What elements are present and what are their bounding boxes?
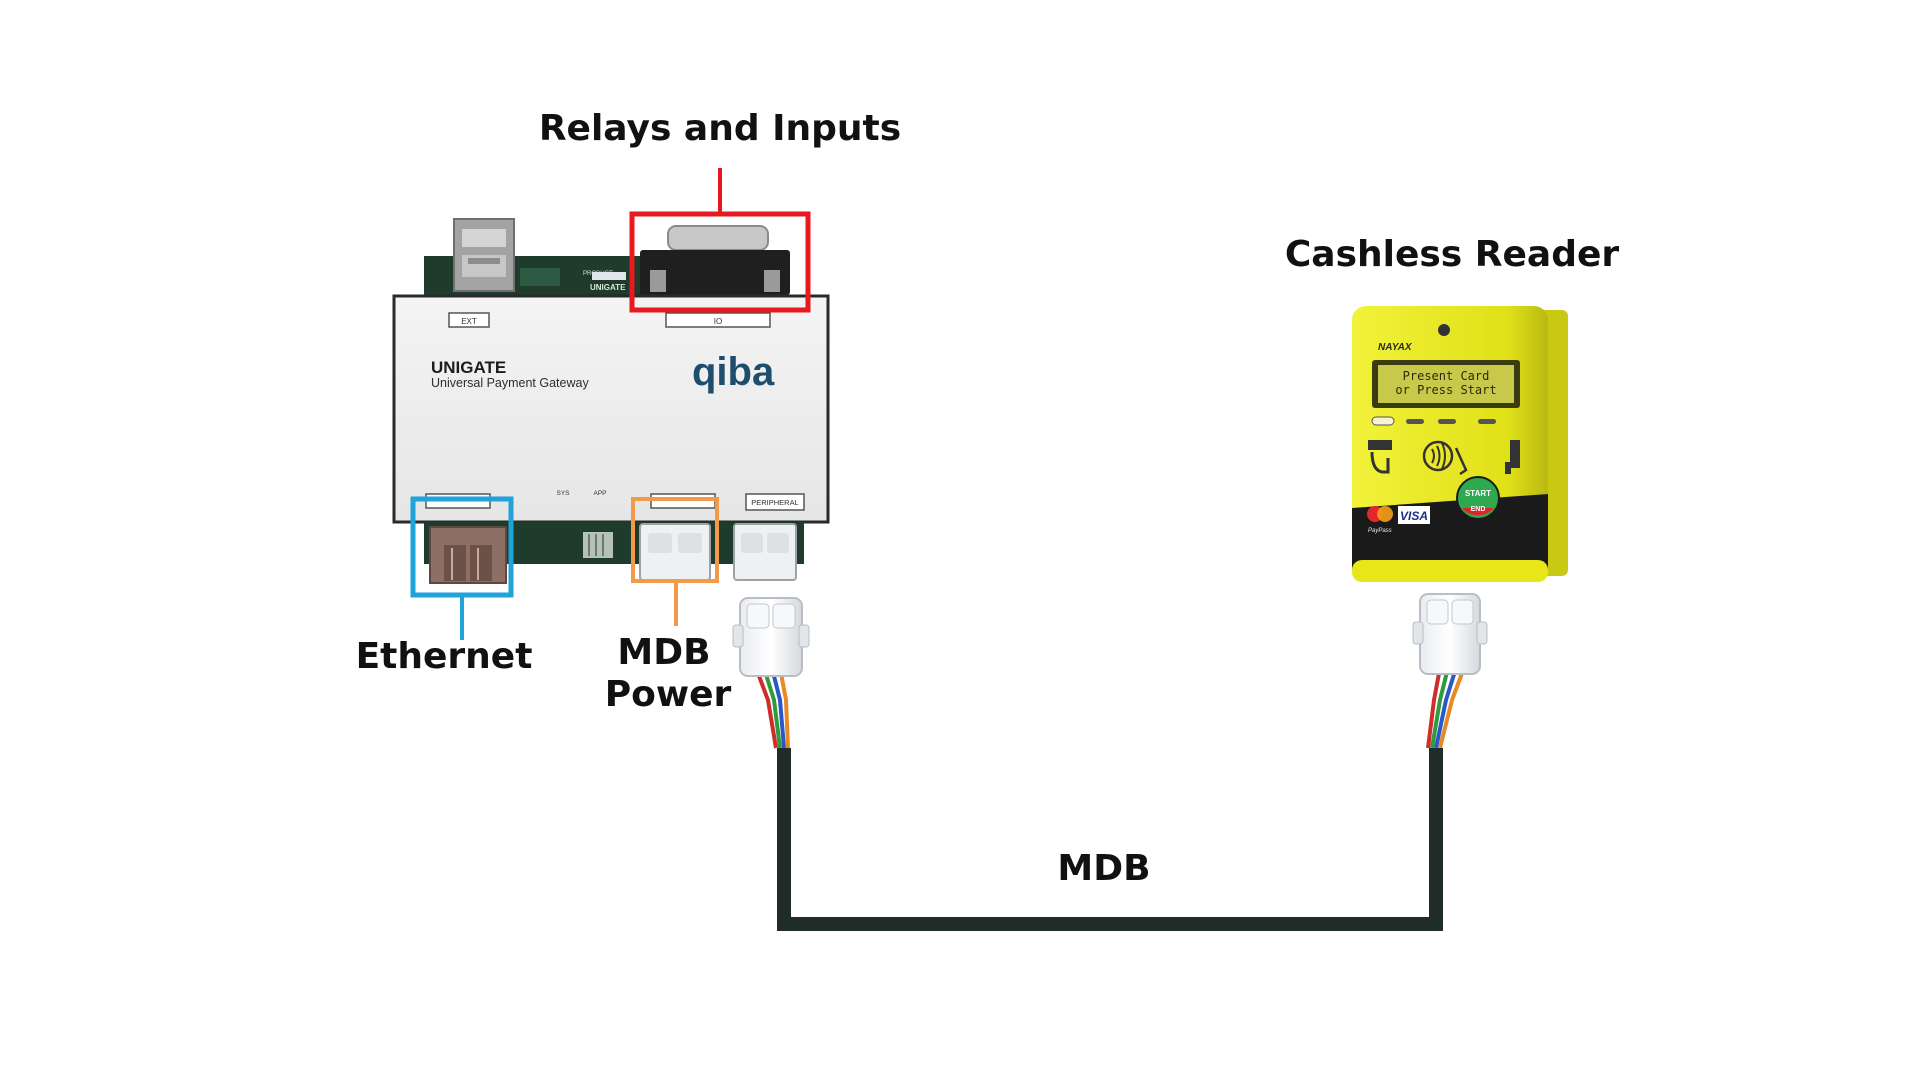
cashless-reader-label: Cashless Reader: [1284, 234, 1620, 275]
visa-label: VISA: [1400, 509, 1428, 523]
lcd-line-2: or Press Start: [1395, 383, 1496, 397]
mastercard-logo: PayPass: [1367, 506, 1393, 534]
peripheral-port: [733, 523, 797, 581]
qiba-logo: qiba: [692, 350, 775, 394]
port-ext-frame: [448, 312, 490, 328]
mdb-power-box: [631, 497, 719, 583]
port-peripheral-frame: [745, 493, 805, 511]
gateway-subtitle: Universal Payment Gateway: [431, 376, 589, 390]
port-io-label: IO: [714, 317, 722, 326]
reader-button-3[interactable]: [1438, 419, 1456, 424]
io-db-connector: [640, 225, 790, 295]
lcd-line-1: Present Card: [1403, 369, 1490, 383]
relays-inputs-label: Relays and Inputs: [538, 108, 902, 149]
usb-port: [453, 218, 515, 292]
start-label: START: [1465, 489, 1491, 498]
reader-button-1[interactable]: [1371, 416, 1395, 426]
unigate-gateway: PRODUCT: UNIGATE EXT IO UNIGATE Universa…: [392, 218, 830, 584]
ethernet-label: Ethernet: [355, 636, 533, 677]
relays-inputs-box: [629, 211, 811, 313]
mdb-plug-right: [1412, 593, 1488, 675]
reader-brand: NAYAX: [1378, 342, 1413, 353]
paypass-label: PayPass: [1368, 528, 1392, 534]
mdb-power-label-line1: MDB: [617, 632, 711, 673]
camera-icon: [1438, 324, 1450, 336]
cable-jacket: [777, 748, 1443, 931]
cashless-reader: NAYAX Present Card or Press Start: [1352, 306, 1568, 582]
start-end-button[interactable]: START END: [1456, 476, 1500, 520]
ethernet-jack: [429, 526, 507, 584]
swipe-card-icon: [1505, 440, 1520, 474]
gateway-model: UNIGATE: [431, 358, 506, 377]
pcb-product: UNIGATE: [590, 283, 626, 292]
gateway-case: [392, 294, 830, 524]
insert-card-icon: [1368, 440, 1392, 474]
end-label: END: [1471, 506, 1486, 513]
cable-wires-right: [1426, 667, 1466, 749]
lcd-screen: [1378, 365, 1514, 403]
reader-button-2[interactable]: [1406, 419, 1424, 424]
reader-button-4[interactable]: [1478, 419, 1496, 424]
mdb-plug-left: [732, 597, 810, 677]
contactless-icon: [1422, 440, 1468, 476]
cable-wires-left: [754, 667, 790, 749]
led-sys-label: SYS: [556, 490, 570, 497]
ethernet-box: [410, 496, 514, 598]
port-io-frame: [665, 312, 771, 328]
mdb-port: [639, 523, 711, 581]
port-ext-label: EXT: [461, 317, 477, 326]
visa-logo: VISA: [1398, 506, 1430, 524]
led-app-label: APP: [593, 490, 606, 497]
mdb-cable: [732, 593, 1488, 931]
port-peripheral-label: PERIPHERAL: [751, 498, 799, 507]
mdb-cable-label: MDB: [1057, 848, 1151, 889]
mdb-power-label-line2: Power: [604, 674, 732, 715]
